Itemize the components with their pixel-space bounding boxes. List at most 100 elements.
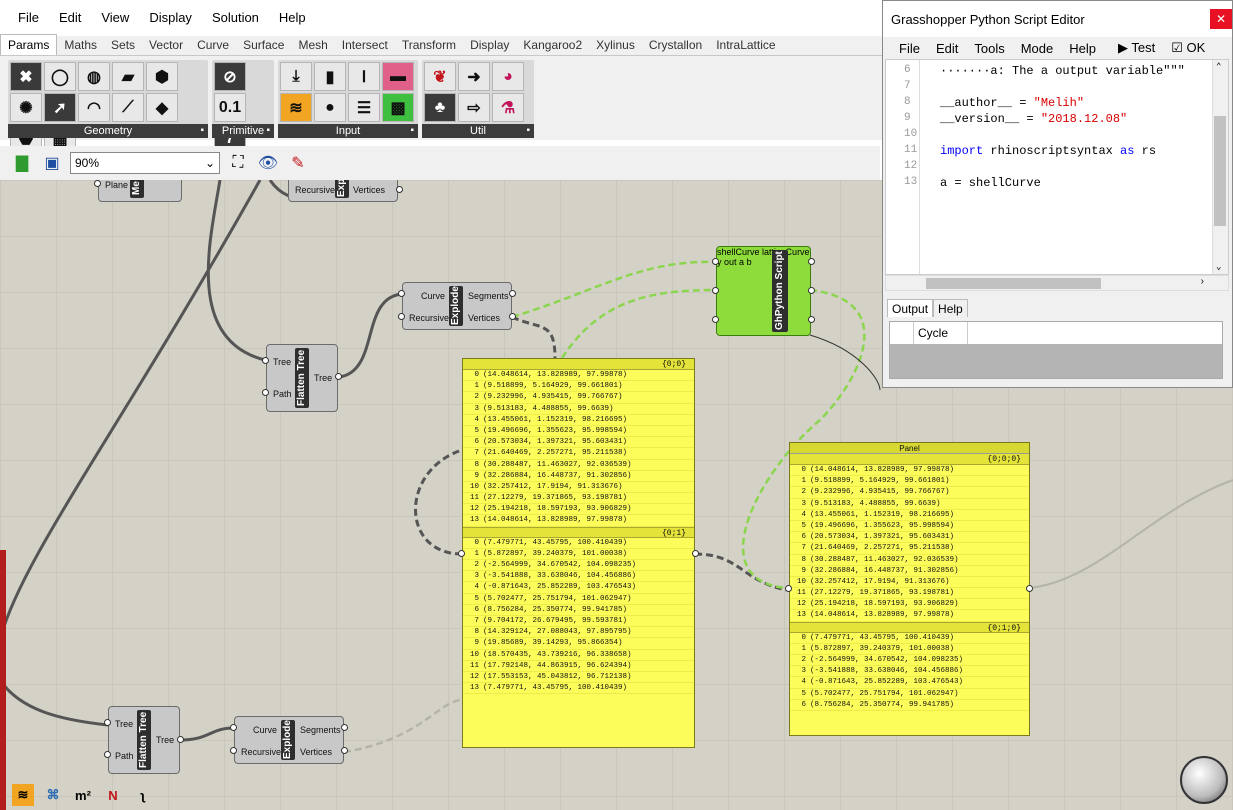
output-grip[interactable] (341, 747, 348, 754)
tab-mesh[interactable]: Mesh (291, 36, 334, 55)
tab-params[interactable]: Params (0, 34, 57, 55)
chevron-down-icon[interactable]: ⌄ (1216, 262, 1221, 272)
tab-crystallon[interactable]: Crystallon (642, 36, 709, 55)
output-grip[interactable] (808, 287, 815, 294)
component-flatten-tree[interactable]: Tree Path Flatten Tree Tree (108, 706, 180, 774)
code-editor[interactable]: 6·······a: The a output variable"""78__a… (885, 59, 1229, 275)
editor-menu-file[interactable]: File (891, 41, 928, 56)
tab-display[interactable]: Display (463, 36, 516, 55)
arrow-right-icon[interactable]: ➜ (458, 62, 490, 91)
input-grip[interactable] (398, 313, 405, 320)
output-grip[interactable] (509, 290, 516, 297)
tab-intersect[interactable]: Intersect (335, 36, 395, 55)
editor-menu-mode[interactable]: Mode (1013, 41, 1062, 56)
input-grip[interactable] (262, 389, 269, 396)
button-icon[interactable]: ● (314, 93, 346, 122)
mesh-icon[interactable]: ✺ (10, 93, 42, 122)
column-cycle[interactable]: Cycle (914, 322, 968, 344)
graph-mapper-icon[interactable]: ≋ (280, 93, 312, 122)
menu-edit[interactable]: Edit (49, 0, 91, 36)
editor-menu-tools[interactable]: Tools (966, 41, 1012, 56)
input-grip[interactable] (458, 550, 465, 557)
input-grip[interactable] (94, 180, 101, 187)
output-grip[interactable] (509, 313, 516, 320)
slider-icon[interactable]: Ⅰ (348, 62, 380, 91)
input-grip[interactable] (398, 290, 405, 297)
zoom-select[interactable]: 90% ⌄ (70, 152, 220, 174)
chevron-right-icon[interactable]: › (1201, 276, 1204, 287)
tab-surface[interactable]: Surface (236, 36, 291, 55)
input-grip[interactable] (712, 258, 719, 265)
number-icon[interactable]: 0.1 (214, 93, 246, 122)
output-grip[interactable] (177, 736, 184, 743)
scroll-thumb[interactable] (1214, 116, 1226, 226)
boolean-icon[interactable]: ⊘ (214, 62, 246, 91)
component-flatten-tree[interactable]: Tree Path Flatten Tree Tree (266, 344, 338, 412)
menu-display[interactable]: Display (139, 0, 202, 36)
zoom-extents-icon[interactable]: ⛶ (226, 151, 250, 175)
hook-icon[interactable]: ʅ (132, 784, 154, 806)
x-icon[interactable]: ✖ (10, 62, 42, 91)
input-grip[interactable] (104, 751, 111, 758)
component-explode[interactable]: Curve Recursive Explode Segments Vertice… (234, 716, 344, 764)
gradient-icon[interactable]: ▬ (382, 62, 414, 91)
input-grip[interactable] (230, 724, 237, 731)
scroll-thumb[interactable] (926, 278, 1101, 289)
chevron-up-icon[interactable]: ⌃ (1216, 62, 1221, 72)
vertical-scrollbar[interactable]: ⌃ ⌄ (1212, 60, 1228, 274)
panel-vertices[interactable]: {0;0} 0(14.048614, 13.828989, 97.99878)1… (462, 358, 695, 748)
data-dam-icon[interactable]: ◕ (492, 62, 524, 91)
python-icon[interactable]: ⌘ (42, 784, 64, 806)
menu-view[interactable]: View (91, 0, 139, 36)
menu-solution[interactable]: Solution (202, 0, 269, 36)
arc-icon[interactable]: ◠ (78, 93, 110, 122)
output-grip[interactable] (335, 373, 342, 380)
circle-icon[interactable]: ◯ (44, 62, 76, 91)
test-button[interactable]: ▶ Test (1110, 40, 1163, 56)
tab-transform[interactable]: Transform (395, 36, 463, 55)
tab-kangaroo2[interactable]: Kangaroo2 (516, 36, 589, 55)
output-grip[interactable] (808, 258, 815, 265)
preview-eye-icon[interactable]: 👁 (256, 151, 280, 175)
editor-menu-edit[interactable]: Edit (928, 41, 966, 56)
output-grip[interactable] (396, 186, 403, 193)
input-grip[interactable] (712, 287, 719, 294)
tab-curve[interactable]: Curve (190, 36, 236, 55)
component-explode-top[interactable]: Recursive Exp Vertices (288, 180, 398, 202)
box-icon[interactable]: ⬢ (146, 62, 178, 91)
tab-sets[interactable]: Sets (104, 36, 142, 55)
input-grip[interactable] (104, 719, 111, 726)
output-grip[interactable] (808, 316, 815, 323)
diamond-icon[interactable]: ◆ (146, 93, 178, 122)
value-list-icon[interactable]: ☰ (348, 93, 380, 122)
compass-icon[interactable]: N (102, 784, 124, 806)
toggle-icon[interactable]: ▮ (314, 62, 346, 91)
panel-panel[interactable]: Panel {0;0;0} 0(14.048614, 13.828989, 97… (789, 442, 1030, 736)
editor-menu-help[interactable]: Help (1061, 41, 1104, 56)
flask-icon[interactable]: ⚗ (492, 93, 524, 122)
tab-maths[interactable]: Maths (57, 36, 104, 55)
menu-help[interactable]: Help (269, 0, 316, 36)
open-folder-icon[interactable]: ▇ (10, 151, 34, 175)
output-grip[interactable] (341, 724, 348, 731)
component-explode[interactable]: Curve Recursive Explode Segments Vertice… (402, 282, 512, 330)
curve-icon[interactable]: ◍ (78, 62, 110, 91)
tab-output[interactable]: Output (887, 299, 933, 317)
tab-help[interactable]: Help (933, 299, 968, 317)
arrow-icon[interactable]: ➚ (44, 93, 76, 122)
input-grip[interactable] (230, 747, 237, 754)
surface-icon[interactable]: ▰ (112, 62, 144, 91)
m2-icon[interactable]: m² (72, 784, 94, 806)
line-icon[interactable]: ⟋ (112, 93, 144, 122)
tab-vector[interactable]: Vector (142, 36, 190, 55)
component-ghpython-script[interactable]: shellCurve latticeCurve y GhPython Scrip… (716, 246, 811, 336)
component-mesh[interactable]: Plane Me (98, 180, 182, 202)
save-icon[interactable]: ▣ (40, 151, 64, 175)
arrow-outline-icon[interactable]: ⇨ (458, 93, 490, 122)
close-button[interactable]: ✕ (1210, 9, 1232, 29)
output-grip[interactable] (692, 550, 699, 557)
navigation-ball-icon[interactable] (1180, 756, 1228, 804)
input-grip[interactable] (262, 357, 269, 364)
graph-icon[interactable]: ≋ (12, 784, 34, 806)
tree-icon[interactable]: ♣ (424, 93, 456, 122)
